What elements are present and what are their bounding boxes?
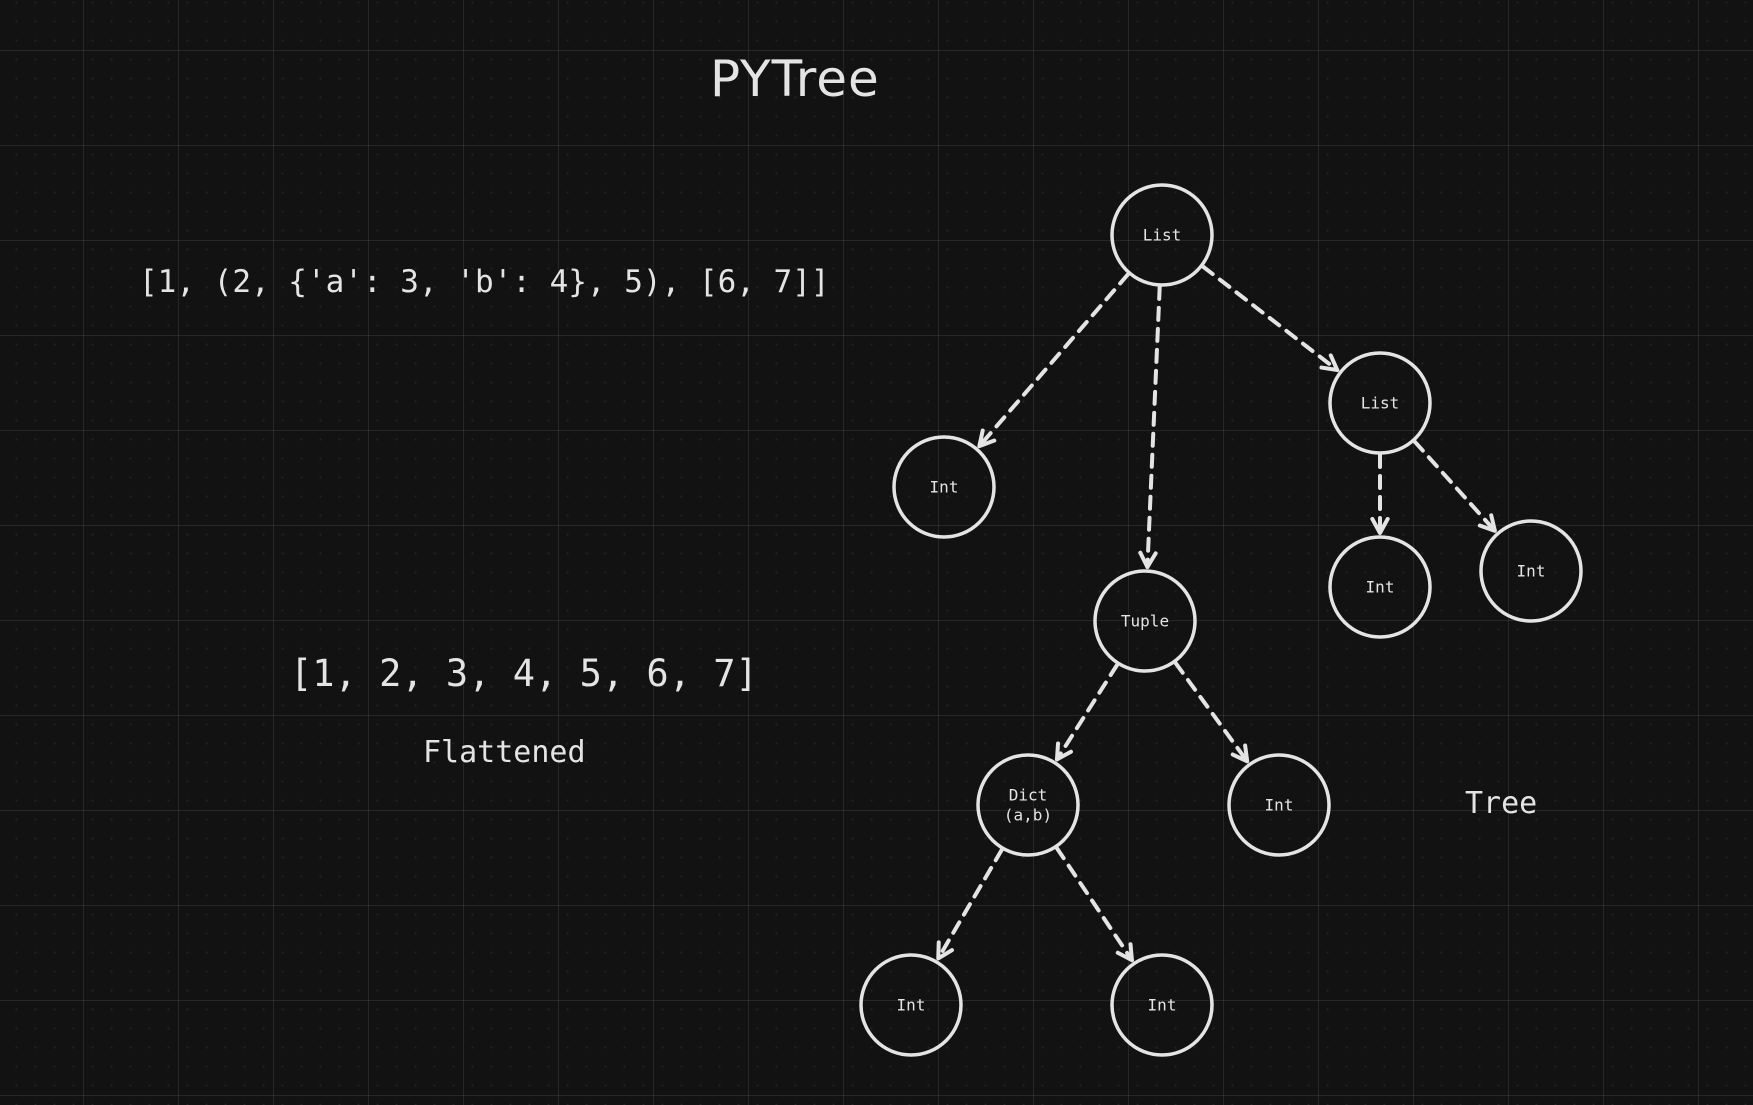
arrowhead: [1054, 741, 1073, 762]
edge-dict-to-int-3: [936, 847, 1004, 961]
node-circle: [1328, 535, 1432, 639]
arrowhead: [1230, 743, 1250, 764]
node-int-1: Int: [892, 435, 996, 539]
node-root: List: [1110, 183, 1214, 287]
node-circle: [1110, 183, 1214, 287]
node-int-5: Int: [1227, 753, 1331, 857]
node-circle: [1479, 519, 1583, 623]
edge-line: [1054, 846, 1134, 963]
node-circle: [1227, 753, 1331, 857]
node-label: Int: [1265, 796, 1294, 815]
node-label: Int: [930, 478, 959, 497]
node-dict: Dict(a,b): [976, 753, 1080, 857]
arrowhead: [936, 940, 954, 961]
edge-line: [1412, 439, 1497, 533]
node-list-2: List: [1328, 351, 1432, 455]
flattened-values: [1, 2, 3, 4, 5, 6, 7]: [290, 652, 758, 695]
edge-line: [977, 272, 1130, 449]
node-label: List: [1143, 226, 1182, 245]
node-int-4: Int: [1110, 953, 1214, 1057]
edge-root-to-list-2: [1201, 264, 1340, 373]
edge-line: [1173, 661, 1250, 764]
node-int-6: Int: [1328, 535, 1432, 639]
edge-tuple-to-int-5: [1173, 661, 1250, 764]
tree-caption: Tree: [1465, 786, 1538, 821]
edge-dict-to-int-4: [1054, 846, 1134, 963]
node-label: Dict: [1009, 786, 1048, 805]
node-label: Int: [1366, 578, 1395, 597]
arrowhead: [1115, 942, 1134, 963]
arrowhead: [1370, 516, 1390, 535]
arrowhead: [977, 428, 997, 449]
node-circle: [1328, 351, 1432, 455]
edge-root-to-tuple: [1138, 284, 1162, 570]
node-circle: [892, 435, 996, 539]
edge-line: [1054, 662, 1120, 762]
node-label: Int: [1517, 562, 1546, 581]
flattened-caption: Flattened: [423, 735, 586, 770]
arrowhead: [1319, 353, 1340, 373]
node-tuple: Tuple: [1093, 569, 1197, 673]
node-int-7: Int: [1479, 519, 1583, 623]
node-circle: [859, 953, 963, 1057]
node-label: (a,b): [1004, 806, 1052, 825]
node-label: Tuple: [1121, 612, 1169, 631]
tree-edges: [936, 264, 1497, 963]
node-label: List: [1361, 394, 1400, 413]
nested-expression: [1, (2, {'a': 3, 'b': 4}, 5), [6, 7]]: [139, 264, 830, 300]
node-circle: [976, 753, 1080, 857]
edge-list-2-to-int-7: [1412, 439, 1497, 533]
diagram-title: PYTree: [710, 50, 880, 108]
node-label: Int: [897, 996, 926, 1015]
node-int-3: Int: [859, 953, 963, 1057]
edge-list-2-to-int-6: [1370, 453, 1390, 535]
edge-root-to-int-1: [977, 272, 1130, 449]
node-circle: [1110, 953, 1214, 1057]
arrowhead: [1138, 550, 1158, 570]
node-label: Int: [1148, 996, 1177, 1015]
edge-tuple-to-dict: [1054, 662, 1120, 762]
arrowhead: [1477, 513, 1497, 533]
edge-line: [936, 847, 1004, 961]
edge-line: [1201, 264, 1340, 373]
node-circle: [1093, 569, 1197, 673]
edge-line: [1145, 284, 1162, 570]
